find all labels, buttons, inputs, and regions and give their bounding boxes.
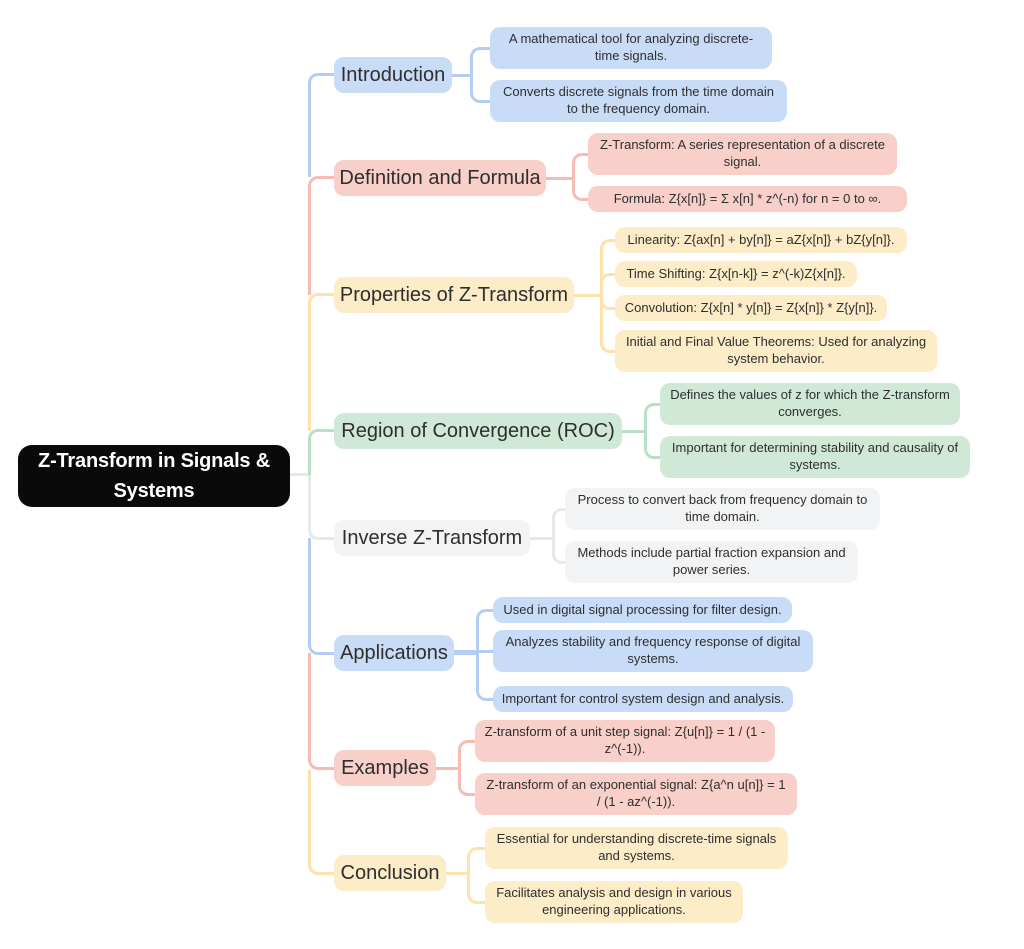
branch-examples: Examples [334,750,436,786]
connector-inverse-leaf-1 [552,508,565,539]
connector-properties-leaf-1 [600,239,615,296]
leaf-roc-2: Important for determining stability and … [660,436,970,478]
connector-roc-leaf-1 [644,403,660,432]
leaf-inverse-1: Process to convert back from frequency d… [565,488,880,530]
leaf-introduction-2: Converts discrete signals from the time … [490,80,787,122]
leaf-inverse-2: Methods include partial fraction expansi… [565,541,858,583]
leaf-examples-2: Z-transform of an exponential signal: Z{… [475,773,797,815]
branch-properties: Properties of Z-Transform [334,277,574,313]
connector-roc-stub [622,430,646,433]
leaf-definition-1: Z-Transform: A series representation of … [588,133,897,175]
connector-introduction-leaf-2 [470,74,490,103]
root-node: Z-Transform in Signals & Systems [18,445,290,507]
connector-trunk-applications [308,538,334,655]
leaf-conclusion-2: Facilitates analysis and design in vario… [485,881,743,923]
connector-trunk-introduction [308,73,334,177]
branch-definition-and-formula: Definition and Formula [334,160,546,196]
branch-introduction: Introduction [334,57,452,93]
connector-conclusion-leaf-1 [467,847,485,874]
connector-conclusion-stub [446,872,469,875]
connector-definition-leaf-1 [572,153,588,179]
connector-properties-stub [574,294,602,297]
connector-definition-leaf-2 [572,177,588,201]
connector-root-trunk [290,473,311,476]
connector-trunk-definition [308,176,334,295]
branch-applications: Applications [334,635,454,671]
leaf-applications-2: Analyzes stability and frequency respons… [493,630,813,672]
connector-applications-leaf-2 [454,650,493,653]
leaf-applications-1: Used in digital signal processing for fi… [493,597,792,623]
leaf-examples-1: Z-transform of a unit step signal: Z{u[n… [475,720,775,762]
connector-applications-stub [454,652,478,655]
branch-roc: Region of Convergence (ROC) [334,413,622,449]
branch-inverse-z-transform: Inverse Z-Transform [334,520,530,556]
leaf-properties-1: Linearity: Z{ax[n] + by[n]} = aZ{x[n]} +… [615,227,907,253]
leaf-properties-4: Initial and Final Value Theorems: Used f… [615,330,937,372]
connector-trunk-examples [308,653,334,770]
connector-examples-leaf-1 [458,740,475,770]
connector-properties-leaf-2 [600,273,615,296]
leaf-roc-1: Defines the values of z for which the Z-… [660,383,960,425]
connector-trunk-roc [308,429,334,475]
leaf-introduction-1: A mathematical tool for analyzing discre… [490,27,772,69]
leaf-properties-3: Convolution: Z{x[n] * y[n]} = Z{x[n]} * … [615,295,887,321]
connector-applications-leaf-1 [476,609,493,654]
connector-introduction-stub [452,74,472,77]
connector-trunk-conclusion [308,770,334,875]
connector-inverse-leaf-2 [552,537,565,564]
connector-introduction-leaf-1 [470,47,490,76]
connector-examples-leaf-2 [458,767,475,796]
connector-definition-stub [546,177,574,180]
connector-conclusion-leaf-2 [467,872,485,904]
leaf-applications-3: Important for control system design and … [493,686,793,712]
connector-properties-leaf-4 [600,294,615,353]
leaf-properties-2: Time Shifting: Z{x[n-k]} = z^(-k)Z{x[n]}… [615,261,857,287]
leaf-definition-2: Formula: Z{x[n]} = Σ x[n] * z^(-n) for n… [588,186,907,212]
connector-examples-stub [436,767,460,770]
connector-inverse-stub [530,537,554,540]
connector-trunk-properties [308,293,334,431]
branch-conclusion: Conclusion [334,855,446,891]
connector-roc-leaf-2 [644,430,660,459]
connector-applications-leaf-3 [476,652,493,701]
connector-trunk-inverse [308,475,334,540]
leaf-conclusion-1: Essential for understanding discrete-tim… [485,827,788,869]
